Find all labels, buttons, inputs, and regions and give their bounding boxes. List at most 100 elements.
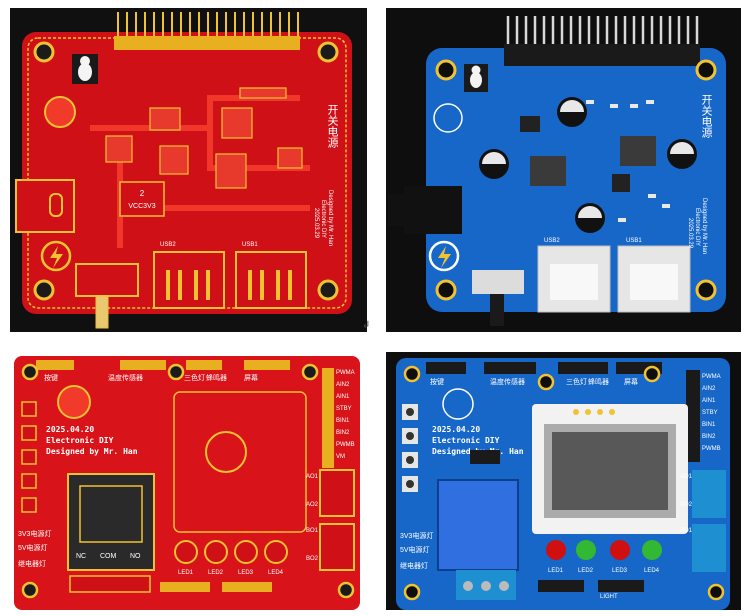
label-screen: 屏幕 xyxy=(244,373,258,382)
electrolytic-capacitors xyxy=(479,97,697,233)
credit-line-1: Electronic DIY xyxy=(432,435,500,445)
board-date: 2025.04.20 xyxy=(432,425,480,434)
buzzer-footprint xyxy=(205,431,247,473)
paragraph-mark: ↲ xyxy=(362,320,371,331)
label-buzzer: 蜂鸣器 xyxy=(206,373,227,382)
red-control-board-panel: 按键 温度传感器 三色灯 蜂鸣器 屏幕 PWMA AIN2 AIN1 STBY … xyxy=(10,352,367,610)
label-temp-sensor: 温度传感器 xyxy=(490,377,525,386)
usb-port-footprints xyxy=(153,251,307,309)
credit-vertical-2: Designed by Mr. Han xyxy=(327,190,333,246)
label-buzzer: 蜂鸣器 xyxy=(588,377,609,386)
pin-bin2: BIN2 xyxy=(336,430,350,436)
label-5v-led: 5V电源灯 xyxy=(18,543,48,552)
university-seal-logo xyxy=(44,96,76,128)
label-button: 按键 xyxy=(430,377,444,386)
red-power-board-panel: 2 VCC3V3 开关电源 USB2 USB1 xyxy=(10,8,371,332)
lightning-power-icon xyxy=(40,240,72,272)
pin-bin1: BIN1 xyxy=(702,422,716,428)
motor-terminals xyxy=(319,469,355,571)
date-vertical: 2025.03.29 xyxy=(687,218,693,249)
terminal-bo1: BO1 xyxy=(306,528,319,534)
credit-vertical-1: Electronic DIY xyxy=(320,200,326,238)
board-date: 2025.04.20 xyxy=(46,425,94,434)
pin-stby: STBY xyxy=(336,406,352,412)
penguin-logo xyxy=(72,54,98,84)
led-label-4: LED4 xyxy=(644,568,660,574)
usb-label-1: USB2 xyxy=(160,242,176,248)
side-label: 开关电源 xyxy=(326,104,339,149)
relay xyxy=(437,479,519,571)
gpio-header xyxy=(504,16,700,66)
button-footprints xyxy=(21,401,37,513)
credit-line-2: Designed by Mr. Han xyxy=(46,446,138,456)
motor-driver-header xyxy=(322,368,334,468)
usb-label-2: USB1 xyxy=(242,242,258,248)
slide-switch xyxy=(472,270,524,294)
terminal-ao1: AO1 xyxy=(680,474,693,480)
led-label-3: LED3 xyxy=(612,568,628,574)
terminal-bo2: BO2 xyxy=(306,556,319,562)
led-label-2: LED2 xyxy=(208,570,224,576)
label-rgb-led: 三色灯 xyxy=(566,377,587,386)
relay-pin-nc: NC xyxy=(76,553,86,560)
slide-switch-footprint xyxy=(75,263,139,297)
led-label-4: LED4 xyxy=(268,570,284,576)
label-rgb-led: 三色灯 xyxy=(184,373,205,382)
credit-vertical-1: Electronic DIY xyxy=(694,208,700,246)
pin-pwma: PWMA xyxy=(702,374,721,380)
pin-pwmb: PWMB xyxy=(702,446,721,452)
date-vertical: 2025.03.29 xyxy=(313,208,319,239)
svg-text:2: 2 xyxy=(140,189,145,198)
university-seal-logo xyxy=(57,385,91,419)
red-power-board-render: 2 VCC3V3 开关电源 USB2 USB1 xyxy=(10,8,367,332)
pin-bin1: BIN1 xyxy=(336,418,350,424)
led-label-1: LED1 xyxy=(178,570,194,576)
university-seal-logo xyxy=(442,388,474,420)
blue-power-board-render: 开关电源 USB2 USB1 2025.03.29 Electronic DIY xyxy=(386,8,741,332)
tactile-buttons xyxy=(402,404,418,492)
light-label: LIGHT xyxy=(600,594,618,600)
ic-label: VCC3V3 xyxy=(128,203,155,210)
pin-ain2: AIN2 xyxy=(702,386,716,392)
gpio-header xyxy=(114,12,300,50)
pin-pwmb: PWMB xyxy=(336,442,355,448)
relay-pin-no: NO xyxy=(130,553,141,560)
motor-driver-header xyxy=(686,370,700,462)
blue-control-board-panel: 按键 温度传感器 三色灯 蜂鸣器 屏幕 PWMA AIN2 AIN1 STBY … xyxy=(386,352,741,610)
label-3v3-led: 3V3电源灯 xyxy=(18,529,51,538)
credit-line-1: Electronic DIY xyxy=(46,435,114,445)
pin-pwma: PWMA xyxy=(336,370,355,376)
lcd-display xyxy=(532,404,688,534)
credit-vertical-2: Designed by Mr. Han xyxy=(701,198,707,254)
leds xyxy=(546,540,662,560)
motor-terminals xyxy=(692,470,726,572)
led-label-3: LED3 xyxy=(238,570,254,576)
blue-control-board-render: 按键 温度传感器 三色灯 蜂鸣器 屏幕 PWMA AIN2 AIN1 STBY … xyxy=(386,352,741,610)
label-temp-sensor: 温度传感器 xyxy=(108,373,143,382)
pin-ain2: AIN2 xyxy=(336,382,350,388)
usb-label-1: USB2 xyxy=(544,238,560,244)
dc-jack-footprint xyxy=(15,179,75,233)
relay-pin-com: COM xyxy=(100,553,117,560)
pin-ain1: AIN1 xyxy=(336,394,350,400)
pin-ain1: AIN1 xyxy=(702,398,716,404)
screen-outline xyxy=(173,391,307,533)
lightning-power-icon xyxy=(428,240,460,272)
label-relay-led: 继电器灯 xyxy=(400,561,428,570)
red-control-board-render: 按键 温度传感器 三色灯 蜂鸣器 屏幕 PWMA AIN2 AIN1 STBY … xyxy=(10,352,367,610)
usb-ports xyxy=(537,245,691,313)
terminal-ao1: AO1 xyxy=(306,474,319,480)
blue-power-board-panel: 开关电源 USB2 USB1 2025.03.29 Electronic DIY xyxy=(386,8,741,332)
terminal-ao2: AO2 xyxy=(680,502,693,508)
usb-label-2: USB1 xyxy=(626,238,642,244)
regulator-ic xyxy=(119,181,165,217)
led-label-1: LED1 xyxy=(548,568,564,574)
led-footprints xyxy=(174,540,288,564)
label-3v3-led: 3V3电源灯 xyxy=(400,531,433,540)
terminal-ao2: AO2 xyxy=(306,502,319,508)
pin-stby: STBY xyxy=(702,410,718,416)
label-5v-led: 5V电源灯 xyxy=(400,545,430,554)
label-button: 按键 xyxy=(44,373,58,382)
label-screen: 屏幕 xyxy=(624,377,638,386)
